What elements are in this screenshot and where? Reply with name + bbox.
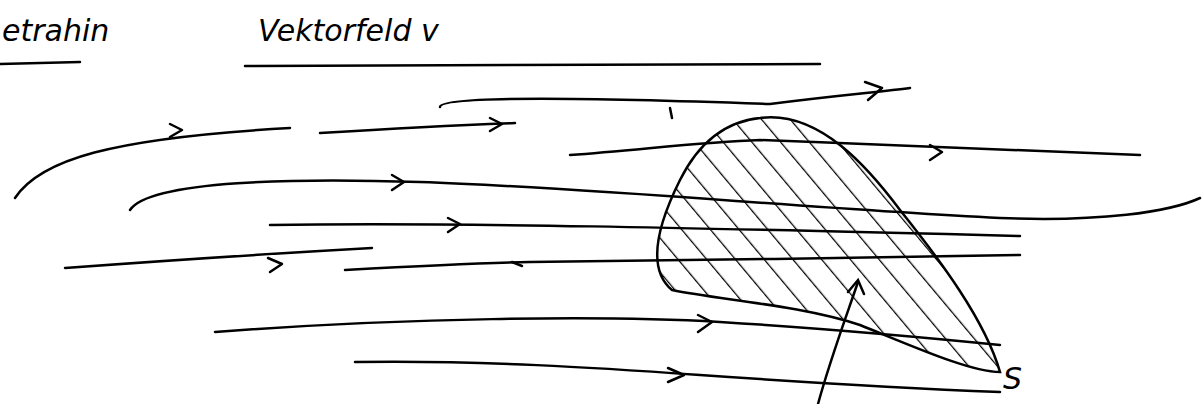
diagram-title: Vektorfeld v bbox=[258, 14, 439, 47]
surface-region bbox=[600, 100, 1050, 404]
section-heading: etrahin bbox=[2, 14, 109, 47]
streamlines bbox=[0, 62, 1200, 392]
surface-label: S bbox=[1003, 362, 1022, 395]
